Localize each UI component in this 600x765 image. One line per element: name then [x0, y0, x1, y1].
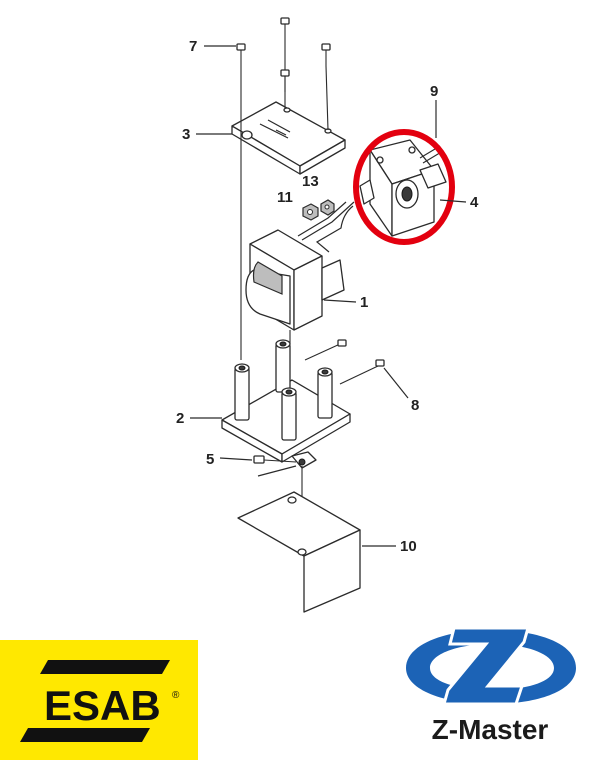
callout-13: 13: [302, 173, 319, 190]
callout-11: 11: [277, 189, 293, 206]
callout-3: 3: [182, 126, 190, 143]
nuts-11-13: [302, 199, 335, 221]
part-2-bracket: [221, 330, 351, 469]
part-4-sensor: [315, 139, 447, 253]
zmaster-logo-mark: [406, 626, 576, 706]
callout-leaders: [190, 45, 467, 547]
callout-9: 9: [430, 83, 438, 100]
zmaster-logo: Z-Master: [400, 620, 600, 760]
esab-logo-text: ESAB: [44, 682, 161, 729]
callout-8: 8: [411, 397, 419, 414]
callout-5: 5: [206, 451, 214, 468]
zmaster-logo-text: Z-Master: [431, 714, 549, 745]
callout-4: 4: [470, 194, 479, 211]
highlight-circle: [353, 129, 455, 245]
part-3-top-plate: [231, 101, 346, 175]
callout-10: 10: [400, 538, 417, 555]
top-screws: [236, 17, 331, 360]
part-10-cover: [237, 491, 361, 613]
callout-1: 1: [360, 294, 368, 311]
esab-registered-mark: ®: [172, 690, 180, 701]
esab-logo: ESAB ®: [0, 640, 198, 760]
part-1-coil: [245, 201, 355, 331]
esab-logo-mark: ESAB ®: [20, 660, 180, 742]
callout-2: 2: [176, 410, 184, 427]
part-5-screw: [253, 455, 297, 477]
callout-numbers: 7 3 9 11 13 4 1 2 8 5 10: [176, 38, 479, 555]
callout-7: 7: [189, 38, 197, 55]
part-8-screw: [339, 359, 385, 385]
